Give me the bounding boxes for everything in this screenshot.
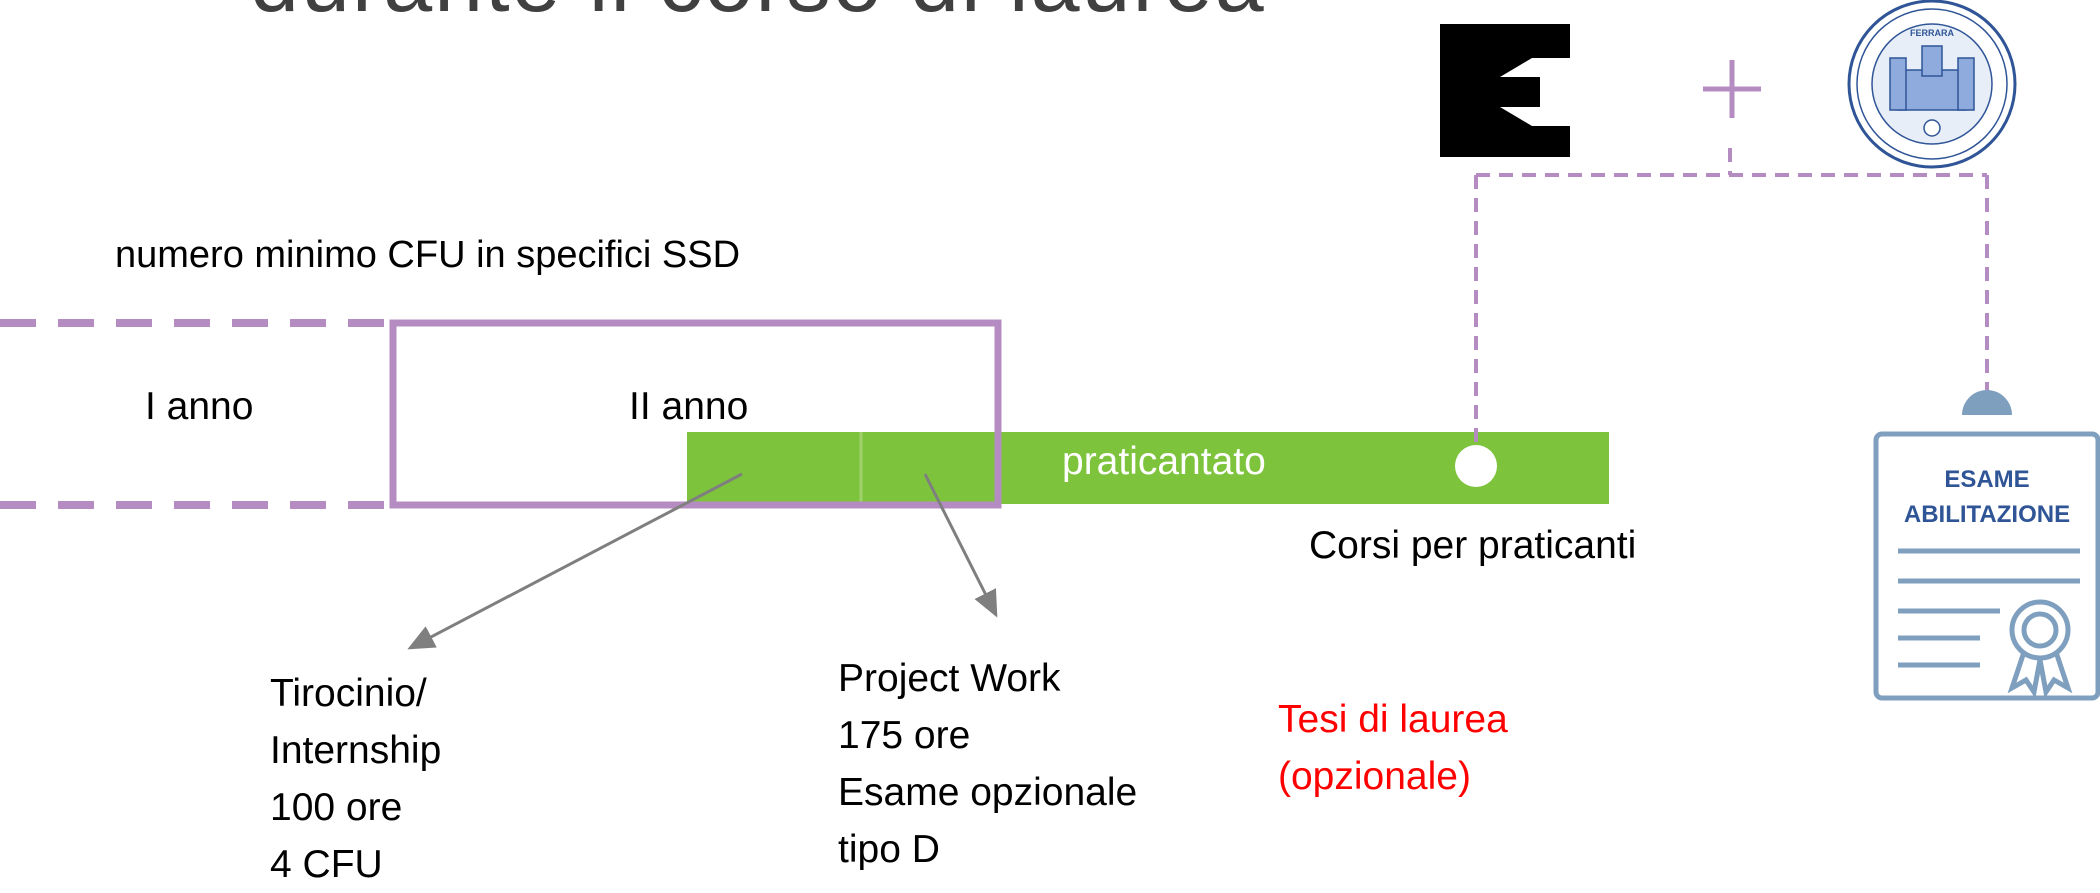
internship-text: Tirocinio/ Internship 100 ore 4 CFU (270, 665, 441, 893)
thesis-text: Tesi di laurea (opzionale) (1278, 691, 1508, 805)
exam-label: ESAME ABILITAZIONE (1876, 462, 2098, 532)
ssd-note: numero minimo CFU in specifici SSD (115, 234, 741, 276)
year1-label: I anno (145, 385, 254, 428)
praticantato-label: praticantato (1062, 440, 1266, 483)
courses-label: Corsi per praticanti (1309, 524, 1637, 567)
odcec-city-label: FERRARA (1910, 28, 1954, 38)
odcec-seal-icon (1847, 0, 2017, 169)
internship-line: 100 ore (270, 786, 403, 829)
exam-line: ESAME (1944, 466, 2030, 493)
project-arrow (923, 473, 998, 618)
project-work-text: Project Work 175 ore Esame opzionale tip… (838, 650, 1137, 878)
certificate-icon (1873, 390, 2100, 701)
award-ribbon-icon (2007, 599, 2073, 699)
slide-title: durante il corso di laurea (250, 0, 1266, 32)
internship-line: 4 CFU (270, 843, 383, 886)
thesis-line: Tesi di laurea (1278, 698, 1508, 741)
internship-arrow (407, 472, 743, 650)
dashed-connector (1474, 148, 1989, 445)
milestone-dot (1455, 445, 1497, 487)
exam-line: ABILITAZIONE (1903, 501, 2071, 528)
e-logo-icon (1440, 24, 1570, 157)
project-line: tipo D (838, 828, 940, 871)
thesis-line: (opzionale) (1278, 755, 1471, 798)
project-line: 175 ore (838, 714, 971, 757)
internship-line: Internship (270, 729, 442, 772)
year2-label: II anno (629, 385, 749, 428)
plus-icon (1703, 60, 1761, 118)
internship-line: Tirocinio/ (270, 672, 427, 715)
year1-dashed-box (0, 319, 390, 509)
project-line: Esame opzionale (838, 771, 1138, 814)
project-line: Project Work (838, 657, 1061, 700)
year2-box (389, 319, 1002, 509)
